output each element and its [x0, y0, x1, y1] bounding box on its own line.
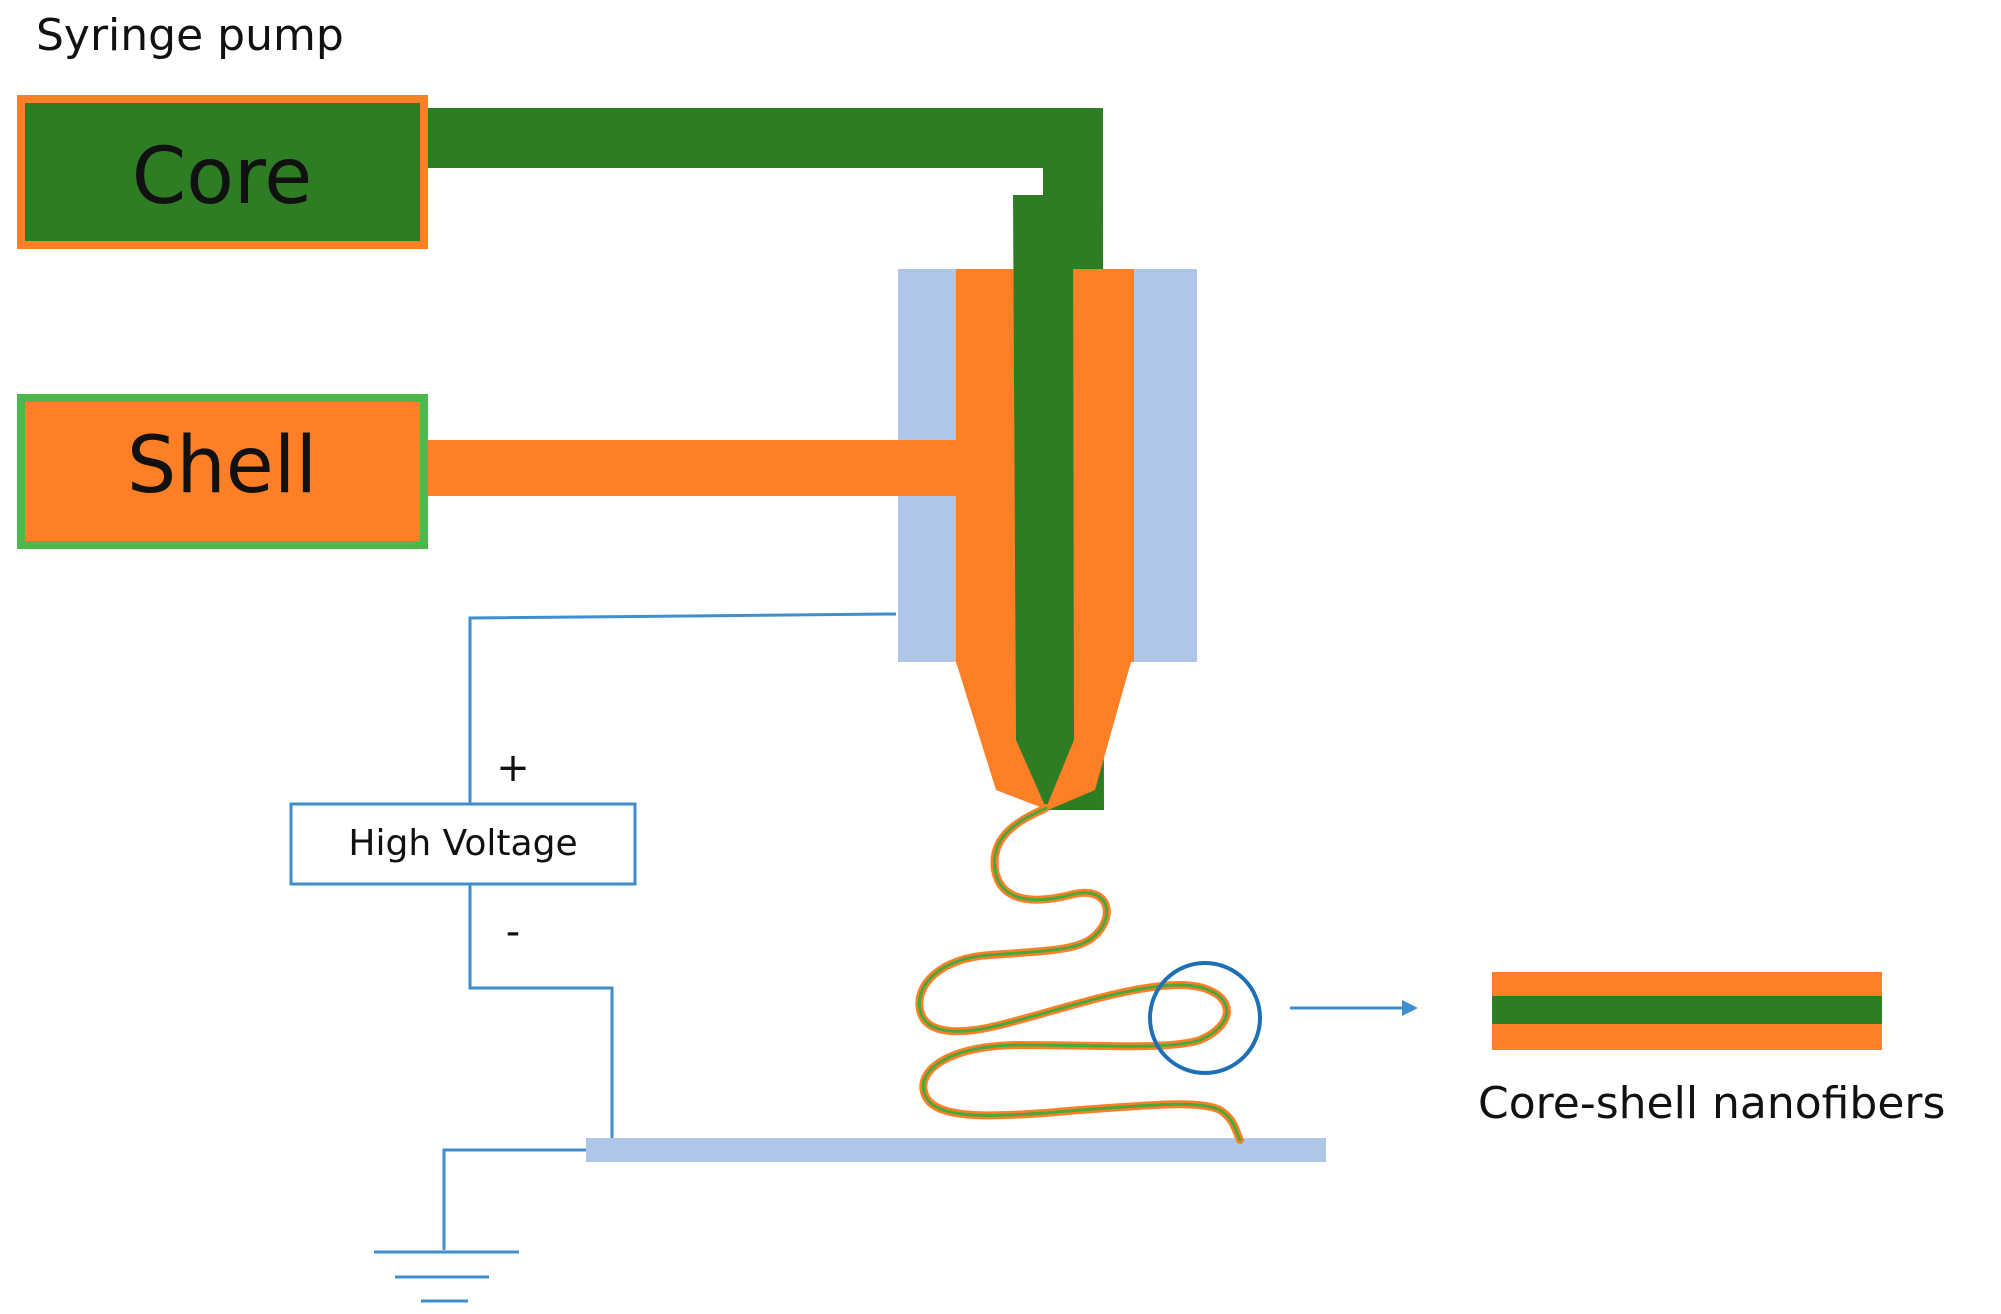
shell-syringe [17, 394, 428, 549]
plus-terminal-label: + [496, 745, 530, 791]
core-label: Core [132, 132, 313, 222]
core-syringe [17, 95, 428, 249]
high-voltage-label: High Voltage [348, 823, 577, 864]
magnifier-circle [1148, 961, 1262, 1075]
circuit-wire [374, 612, 897, 1303]
minus-terminal-label: - [506, 909, 520, 955]
shell-feed-line [420, 440, 956, 496]
high-voltage-source [289, 802, 637, 886]
collector-plate [586, 1138, 1326, 1162]
shell-label: Shell [127, 421, 317, 511]
syringe-pump-label: Syringe pump [36, 10, 344, 61]
core-shell-nanofibers-label: Core-shell nanofibers [1478, 1078, 1945, 1129]
zoom-arrow-head [1402, 1000, 1418, 1016]
core-shell-fiber-core [1492, 996, 1882, 1024]
nanofiber-jet [915, 804, 1244, 1144]
nozzle-core-channel [1013, 195, 1074, 808]
